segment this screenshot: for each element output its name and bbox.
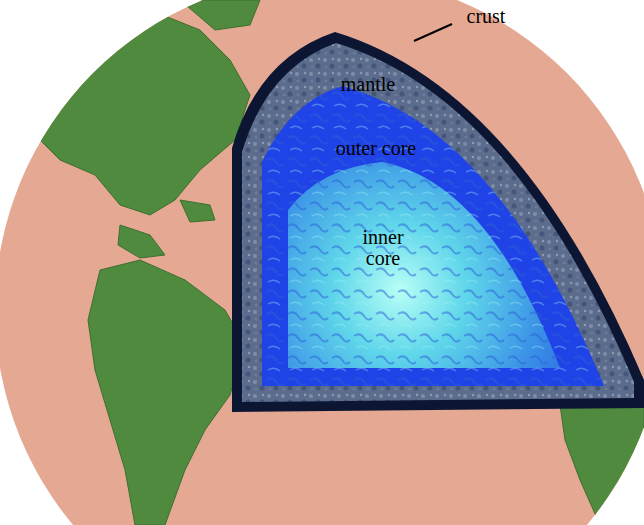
leader-line: [414, 24, 452, 41]
layer-label: outer core: [336, 138, 417, 159]
layer-label: crust: [467, 6, 506, 27]
layer-label: mantle: [341, 74, 395, 95]
layer-label: inner core: [352, 227, 414, 269]
